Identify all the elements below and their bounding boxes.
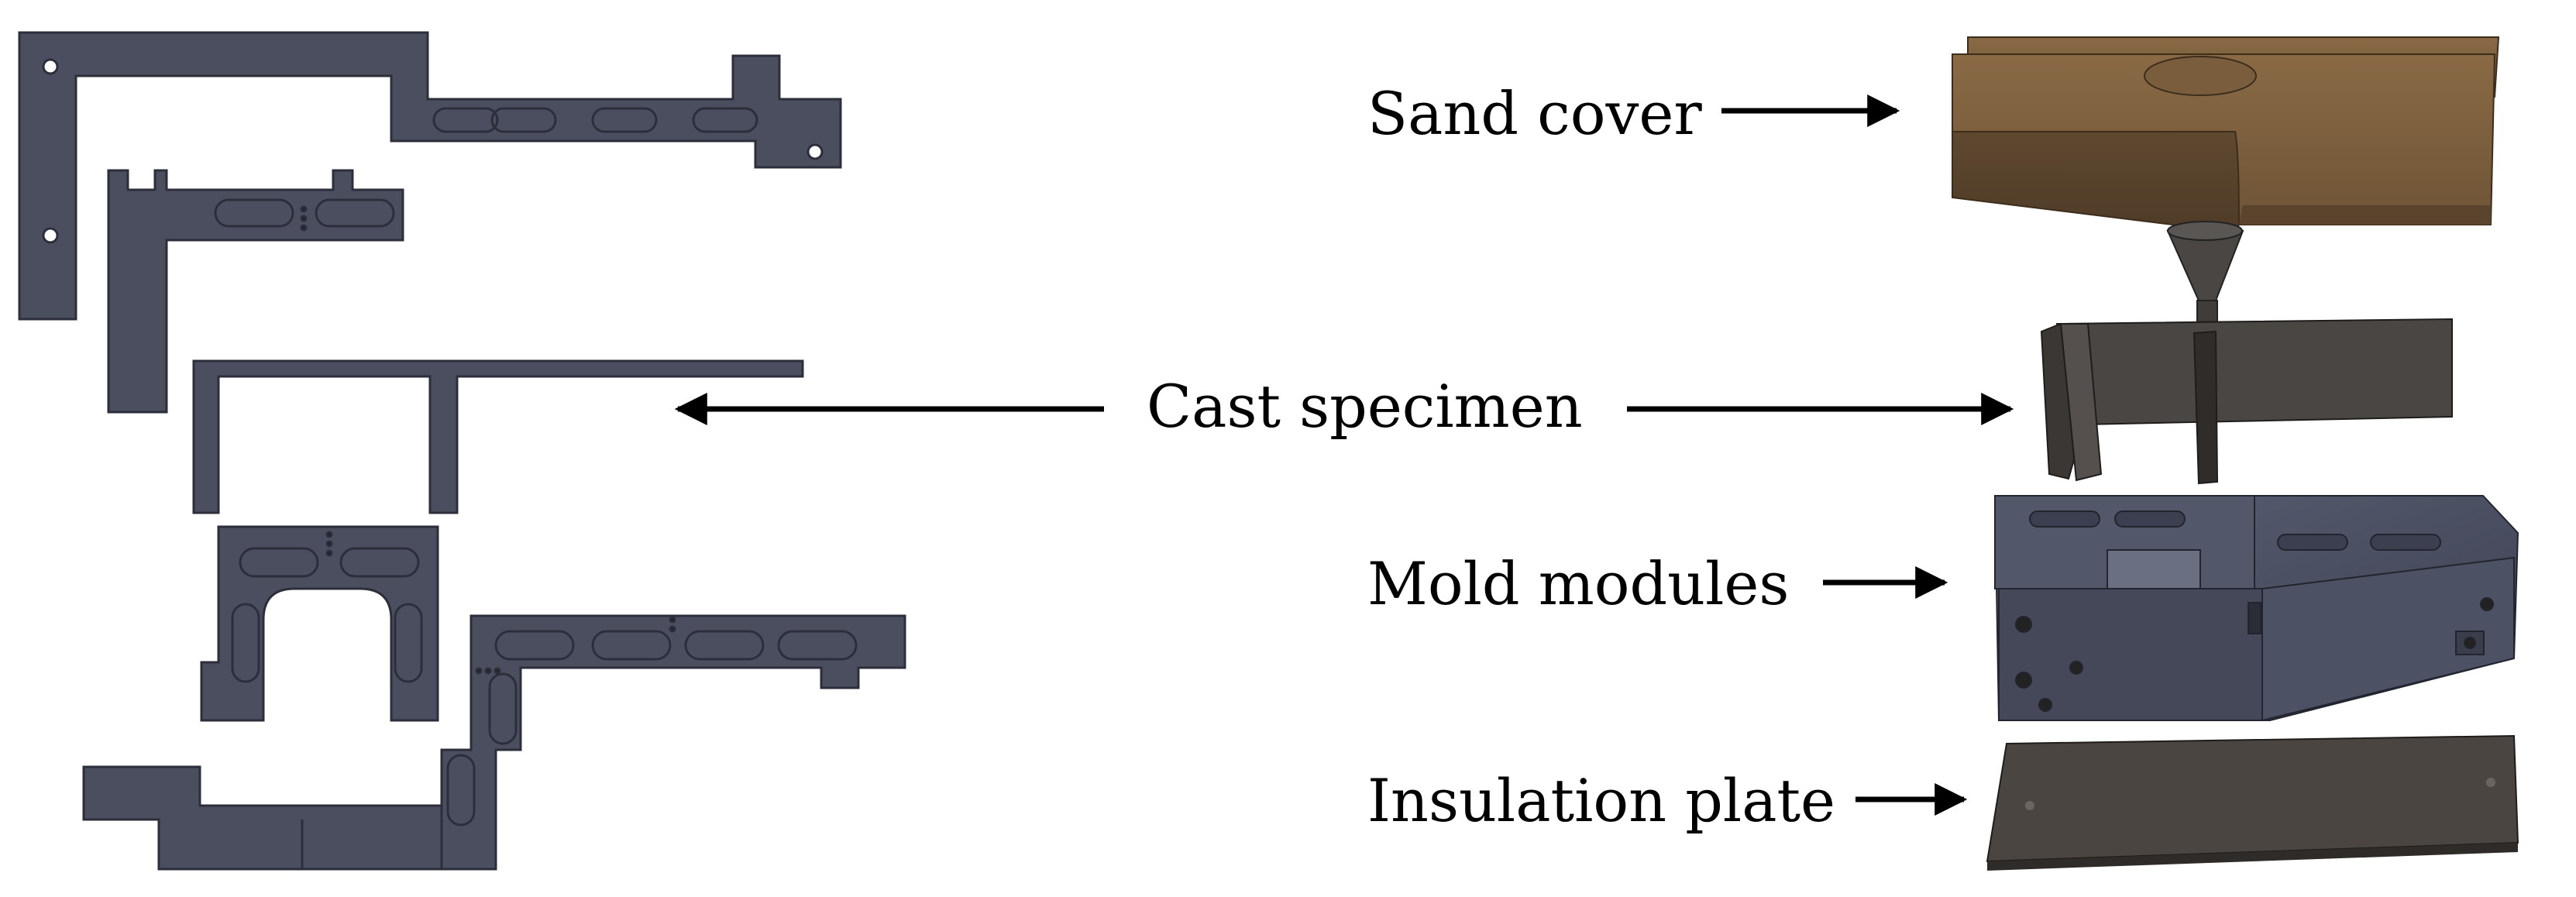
right-exploded-assembly	[1952, 36, 2519, 871]
mold-piece-upper-l	[107, 169, 404, 414]
insulation-plate-3d	[1986, 734, 2519, 871]
mold-piece-u	[200, 525, 439, 722]
left-part-views	[18, 31, 906, 871]
mold-piece-bottom	[82, 614, 906, 871]
cast-specimen-3d	[2040, 318, 2453, 485]
sand-cover-label: Sand cover	[1367, 79, 1702, 148]
cast-specimen-label: Cast specimen	[1147, 372, 1583, 441]
sand-cover-3d	[1952, 36, 2500, 234]
insulation-plate-label: Insulation plate	[1367, 766, 1835, 835]
cast-specimen-flat	[192, 359, 804, 514]
mold-modules-3d	[1993, 495, 2519, 722]
pouring-cup	[2166, 221, 2244, 325]
mold-piece-top	[18, 31, 842, 321]
mold-modules-label: Mold modules	[1367, 549, 1789, 618]
